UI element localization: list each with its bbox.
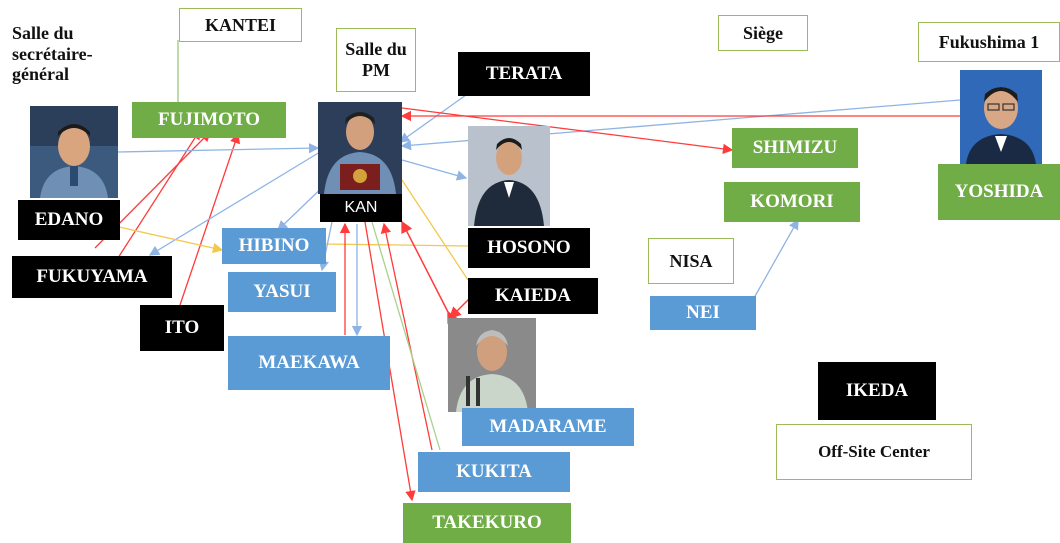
link-madarame-kan [401,220,459,325]
link-edano-kan [108,142,320,158]
link-kan-kukita-green [371,221,441,451]
ito-box: ITO [140,305,224,351]
maekawa-box: MAEKAWA [228,336,390,390]
yoshida-box: YOSHIDA [938,164,1060,220]
madarame-box: MADARAME [462,408,634,446]
fukuyama-box: FUKUYAMA [12,256,172,298]
terata-box: TERATA [458,52,590,96]
portrait-icon [318,102,402,194]
portrait-icon [30,106,118,198]
kan-box: KAN [320,194,402,222]
kantei-label: KANTEI [179,8,302,42]
komori-box: KOMORI [724,182,860,222]
link-nei-komori [744,218,799,309]
shimizu-box: SHIMIZU [732,128,858,168]
offsite-center-label: Off-Site Center [776,424,972,480]
kan-photo [318,102,402,194]
secretary-room-label: Salle du secrétaire-général [8,21,128,101]
takekuro-box: TAKEKURO [403,503,571,543]
siege-label: Siège [718,15,808,51]
yasui-box: YASUI [228,272,336,312]
portrait-icon [468,126,550,226]
link-terata-kan [398,94,467,143]
kukita-box: KUKITA [418,452,570,492]
edano-photo [30,106,118,198]
edano-box: EDANO [18,200,120,240]
kaieda-box: KAIEDA [468,278,598,314]
link-fukuyama-fujimoto [117,128,201,259]
link-hosono-hibino [324,243,469,247]
nisa-label: NISA [648,238,734,284]
hosono-box: HOSONO [468,228,590,268]
link-kan-shimizu [401,107,734,155]
portrait-icon [448,318,536,412]
fukushima-label: Fukushima 1 [918,22,1060,62]
pm-room-label: Salle du PM [336,28,416,92]
link-edano-hibino [109,224,224,254]
link-kan-fukuyama [148,151,321,256]
link-kan-hosono [401,159,468,181]
hosono-photo [468,126,550,226]
yoshida-photo [960,70,1042,164]
nei-box: NEI [650,296,756,330]
link-kukita-kan [380,222,433,451]
madarame-photo [448,318,536,412]
link-kan-kaieda [401,179,469,281]
ikeda-box: IKEDA [818,362,936,420]
hibino-box: HIBINO [222,228,326,264]
fujimoto-box: FUJIMOTO [132,102,286,138]
portrait-icon [960,70,1042,164]
